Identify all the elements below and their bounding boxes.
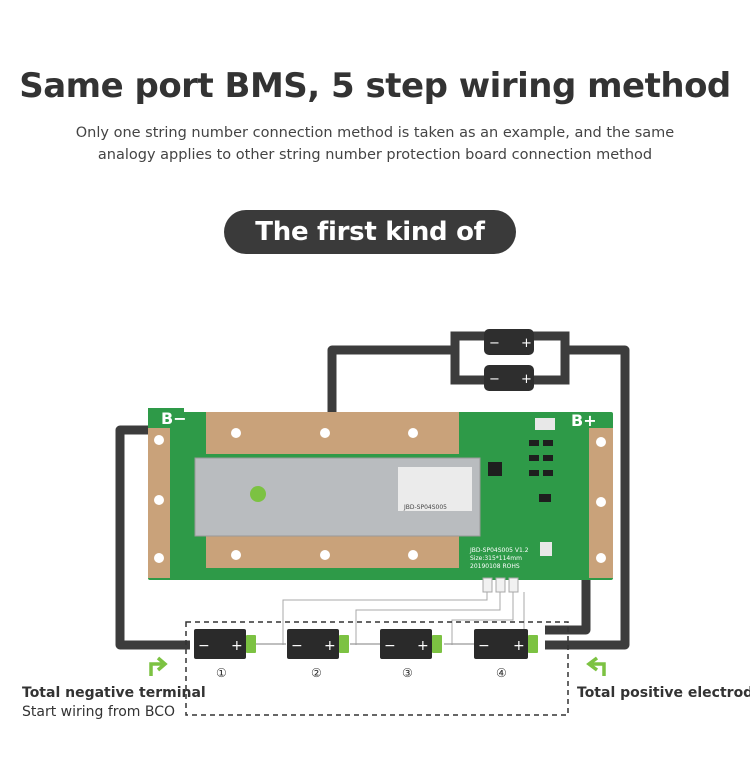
subtitle-line-1: Only one string number connection method…	[75, 125, 675, 141]
page-title: Same port BMS, 5 step wiring method	[19, 66, 731, 106]
positive-arrow-icon	[586, 656, 606, 676]
bms-board: B− B+ JBD-SP04S005 JBD-SP04S005 V1.2	[148, 408, 613, 580]
status-led	[250, 486, 266, 502]
chip-label-plate	[398, 467, 472, 511]
main-cables	[115, 345, 630, 650]
cell-3-minus: −	[384, 638, 396, 654]
positive-electrode-title: Total positive electrode	[577, 685, 750, 701]
board-model-3: 20190108 ROHS	[470, 563, 520, 570]
board-model-2: Size:315*114mm	[470, 555, 522, 562]
connector-top	[535, 418, 555, 430]
cell-4-minus: −	[478, 638, 490, 654]
cell-pack-box	[185, 621, 569, 716]
b-minus-label: B−	[161, 409, 187, 428]
cell-2-minus: −	[291, 638, 303, 654]
cell-1: − + ①	[194, 629, 256, 680]
method-badge: The first kind of way	[224, 210, 516, 291]
load-minus: −	[489, 336, 500, 351]
b-plus-label: B+	[571, 411, 597, 430]
load-cable-right	[545, 345, 630, 650]
negative-terminal-title: Total negative terminal	[22, 685, 206, 701]
copper-bottom-bar	[206, 536, 459, 568]
cell-2-number: ②	[311, 666, 322, 680]
cell-2: − + ②	[287, 629, 349, 680]
load-plus-2: +	[521, 372, 532, 387]
load-battery-top: − +	[484, 329, 534, 355]
cell-1-minus: −	[198, 638, 210, 654]
cell-4-number: ④	[496, 666, 507, 680]
load-cable-left	[327, 345, 452, 420]
connector-side	[540, 542, 552, 556]
cell-3: − + ③	[380, 629, 442, 680]
cell-1-number: ①	[216, 666, 227, 680]
negative-cable	[115, 425, 190, 650]
negative-terminal-sub: Start wiring from BCO	[22, 704, 176, 720]
cell-3-plus: +	[417, 638, 429, 654]
cell-1-plus: +	[231, 638, 243, 654]
board-model-1: JBD-SP04S005 V1.2	[469, 547, 529, 554]
load-battery-bottom: − +	[484, 365, 534, 391]
cell-3-number: ③	[402, 666, 413, 680]
load-minus-2: −	[489, 372, 500, 387]
cell-4-plus: +	[513, 638, 525, 654]
subtitle-line-2: analogy applies to other string number p…	[97, 147, 653, 163]
negative-arrow-icon	[149, 656, 168, 676]
components	[488, 440, 553, 502]
load-plus: +	[521, 336, 532, 351]
cell-2-plus: +	[324, 638, 336, 654]
cell-4: − + ④	[474, 629, 538, 680]
chip-text: JBD-SP04S005	[403, 504, 447, 511]
copper-top-bar	[206, 412, 459, 454]
